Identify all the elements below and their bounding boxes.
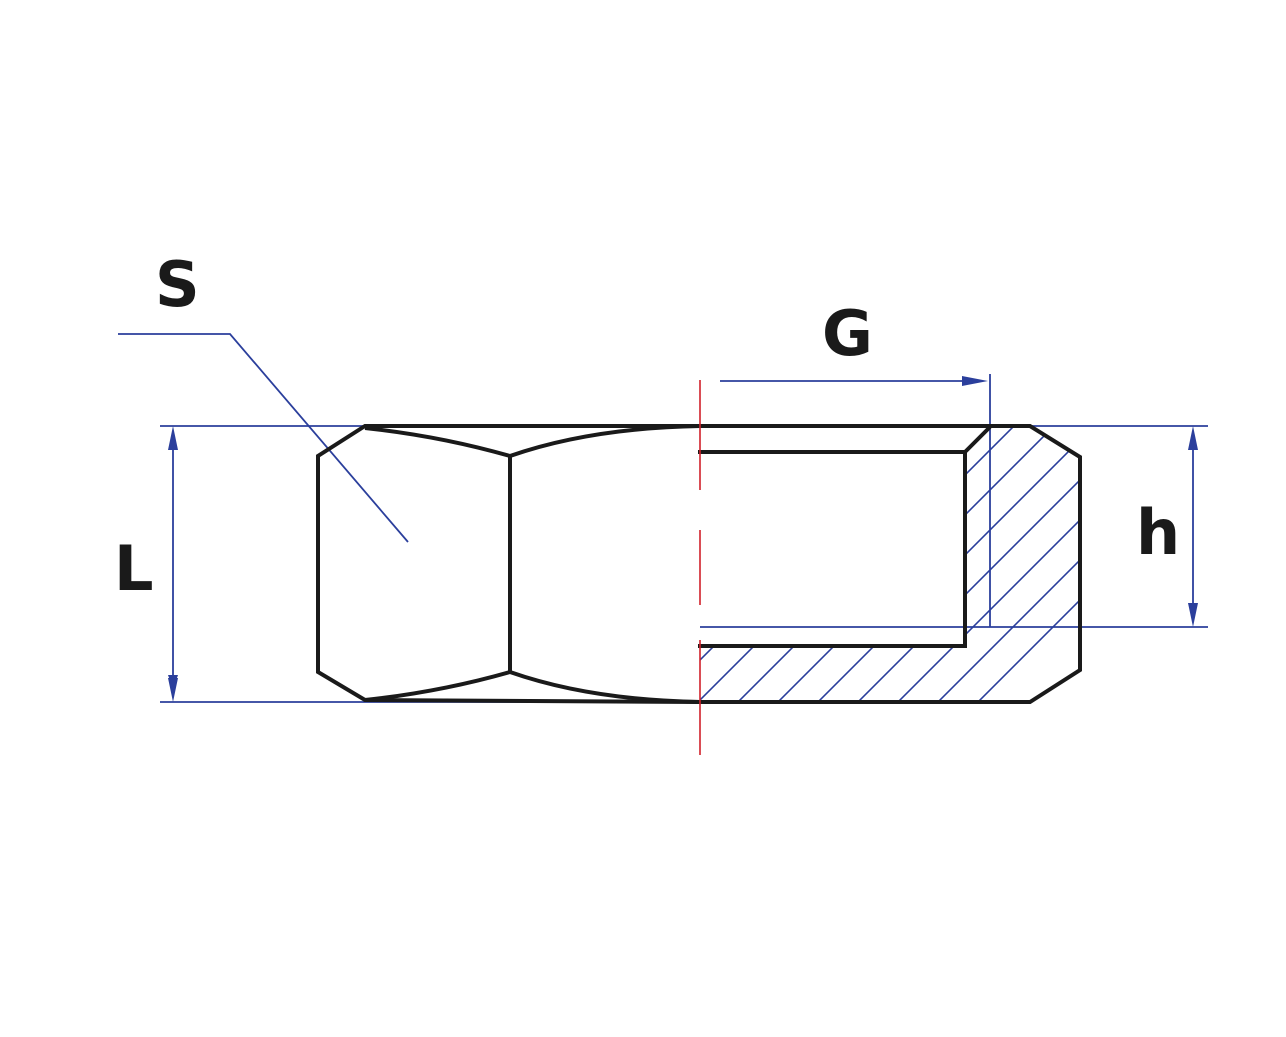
nut-elevation	[316, 424, 701, 704]
hex-face-curve-top	[364, 424, 701, 459]
arrowhead-h-bottom	[1188, 603, 1198, 627]
hex-face-curve-bottom	[364, 669, 701, 704]
label-h: h	[1136, 496, 1180, 569]
nut-left-outline	[316, 424, 701, 704]
dimension-lines	[118, 333, 1208, 703]
label-g: G	[822, 297, 873, 370]
arrowhead-l-bottom	[168, 678, 178, 702]
bore-chamfer	[963, 425, 992, 454]
leader-line-s	[118, 333, 409, 543]
arrowhead-h-top	[1188, 426, 1198, 450]
arrowhead-l-top	[168, 426, 178, 450]
arrowhead-g	[962, 376, 988, 386]
bore-outline	[698, 450, 967, 648]
label-l: L	[114, 532, 154, 605]
nut-section	[698, 424, 1082, 704]
label-s: S	[155, 248, 200, 321]
section-outer-outline	[700, 424, 1082, 704]
